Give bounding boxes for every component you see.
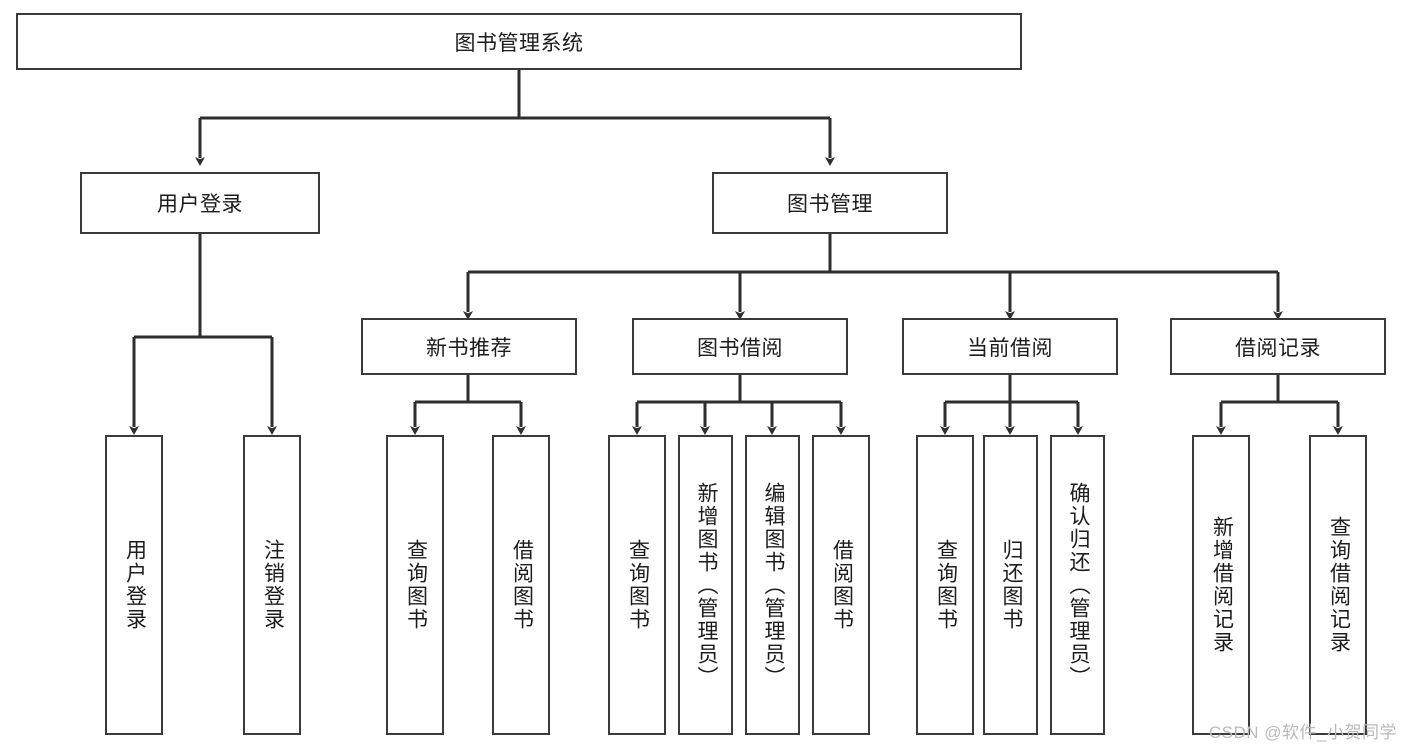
leaf-borrow-borrow-book[interactable]: 借阅图书 [812, 435, 870, 735]
leaf-label: 新增图书（管理员） [694, 481, 718, 689]
leaf-label: 查询图书 [934, 539, 958, 631]
leaf-label: 用户登录 [123, 539, 147, 631]
leaf-label: 归还图书 [999, 539, 1023, 631]
leaf-label: 编辑图书（管理员） [761, 481, 785, 689]
leaf-current-return-book[interactable]: 归还图书 [983, 435, 1038, 735]
node-book-management[interactable]: 图书管理 [712, 172, 948, 234]
leaf-borrow-add-book-admin[interactable]: 新增图书（管理员） [678, 435, 733, 735]
node-new-book-recommend[interactable]: 新书推荐 [361, 318, 577, 375]
leaf-label: 确认归还（管理员） [1066, 481, 1090, 689]
leaf-borrow-edit-book-admin[interactable]: 编辑图书（管理员） [745, 435, 800, 735]
leaf-label: 查询图书 [404, 539, 428, 631]
leaf-label: 查询图书 [626, 539, 650, 631]
leaf-current-query-book[interactable]: 查询图书 [916, 435, 974, 735]
leaf-user-login-signout[interactable]: 注销登录 [243, 435, 301, 735]
csdn-watermark: CSDN @软件_小贺同学 [1208, 723, 1397, 742]
leaf-label: 查询借阅记录 [1327, 516, 1351, 654]
node-user-login[interactable]: 用户登录 [80, 172, 320, 234]
leaf-user-login-signin[interactable]: 用户登录 [105, 435, 163, 735]
node-book-borrow[interactable]: 图书借阅 [632, 318, 848, 375]
leaf-records-add-record[interactable]: 新增借阅记录 [1192, 435, 1250, 735]
leaf-current-confirm-return-admin[interactable]: 确认归还（管理员） [1050, 435, 1105, 735]
node-borrow-records[interactable]: 借阅记录 [1170, 318, 1386, 375]
leaf-recommend-borrow-book[interactable]: 借阅图书 [492, 435, 550, 735]
leaf-label: 借阅图书 [510, 539, 534, 631]
node-root-system[interactable]: 图书管理系统 [16, 13, 1022, 70]
leaf-label: 新增借阅记录 [1210, 516, 1234, 654]
leaf-borrow-query-book[interactable]: 查询图书 [608, 435, 666, 735]
leaf-label: 借阅图书 [830, 539, 854, 631]
leaf-recommend-query-book[interactable]: 查询图书 [386, 435, 444, 735]
node-current-borrow[interactable]: 当前借阅 [902, 318, 1118, 375]
leaf-label: 注销登录 [261, 539, 285, 631]
leaf-records-query-record[interactable]: 查询借阅记录 [1309, 435, 1367, 735]
